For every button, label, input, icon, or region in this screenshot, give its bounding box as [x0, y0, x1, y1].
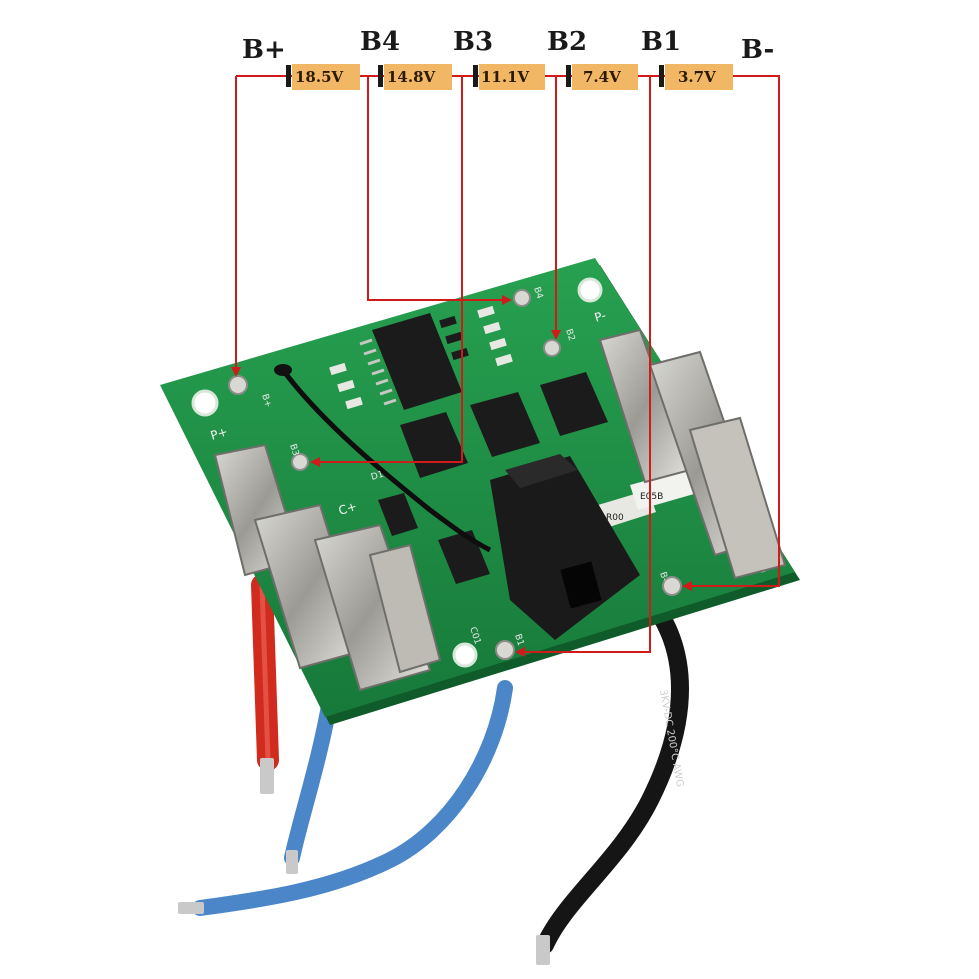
mount-hole: [577, 277, 603, 303]
node-labels: B+ B4 B3 B2 B1 B-: [242, 27, 774, 65]
label-b3: B3: [453, 27, 493, 57]
cell-terminal: [659, 65, 664, 87]
silk-p-plus: P+: [209, 424, 230, 442]
silk-b1: B1: [512, 633, 525, 647]
arrow-b1: [515, 76, 651, 657]
label-b-plus: B+: [242, 35, 286, 65]
black-wire: [536, 591, 689, 954]
cell-terminal: [378, 65, 383, 87]
pad-b2: [543, 339, 561, 357]
pcb-board: R00 E05B P+ P- C+ B: [160, 258, 800, 725]
silk-b3: B3: [287, 443, 300, 457]
silk-p-minus: P-: [593, 308, 608, 325]
pad-b-minus: [662, 576, 682, 596]
label-b4: B4: [360, 27, 400, 57]
label-b2: B2: [547, 27, 587, 57]
cell-5: [665, 64, 733, 90]
silkscreen: P+ P- C+ B+ B4 B2 B3 B1 B- D1 C01: [209, 286, 670, 647]
connection-arrows: [231, 76, 780, 657]
cell-terminal: [473, 65, 478, 87]
silk-b2: B2: [563, 328, 576, 342]
pad-b4: [513, 289, 531, 307]
mount-hole: [191, 389, 219, 417]
cell-1-voltage: 18.5V: [295, 68, 344, 86]
shunt-resistor: R00 E05B: [598, 470, 694, 528]
silk-d1: D1: [370, 470, 385, 483]
svg-text:R00: R00: [606, 513, 624, 523]
cell-2: [384, 64, 452, 90]
cell-4-voltage: 7.4V: [583, 68, 621, 86]
wires: 3KV-DC 200°C AWG: [178, 574, 689, 965]
cell-string: 18.5V 14.8V 11.1V 7.4V 3.7V: [236, 64, 780, 90]
cell-1: [292, 64, 360, 90]
pad-b-plus: [228, 375, 248, 395]
blue-wire-lower: [192, 680, 513, 916]
battery-holder-right: [598, 328, 787, 580]
cell-3-voltage: 11.1V: [481, 68, 530, 86]
dc-jack: [490, 454, 640, 640]
cell-2-voltage: 14.8V: [387, 68, 436, 86]
arrow-b-minus: [682, 76, 780, 591]
cell-3: [479, 64, 545, 90]
arrow-b3: [310, 76, 463, 467]
silk-b-minus: B-: [657, 571, 669, 583]
solder-pads: [228, 289, 682, 660]
mosfet: [378, 493, 418, 536]
mosfet: [540, 372, 608, 436]
blue-wire-upper: [284, 692, 338, 866]
arrow-b4: [367, 76, 512, 305]
bms-ic: [359, 313, 462, 410]
cell-5-voltage: 3.7V: [678, 68, 716, 86]
mosfet: [470, 392, 540, 457]
thermistor-wire: [280, 368, 492, 553]
silk-c-plus: C+: [337, 499, 359, 518]
pad-b1: [495, 640, 515, 660]
silk-b-plus: B+: [259, 393, 273, 409]
cell-terminal: [566, 65, 571, 87]
label-b-minus: B-: [741, 35, 774, 65]
pad-b3: [291, 453, 309, 471]
silk-b4: B4: [531, 286, 544, 301]
label-b1: B1: [641, 27, 681, 57]
cell-4: [572, 64, 638, 90]
svg-text:E05B: E05B: [640, 492, 663, 502]
battery-holder-left: [213, 443, 442, 692]
mount-hole: [452, 642, 478, 668]
cell-terminal: [286, 65, 291, 87]
smd-resistors: [329, 305, 513, 410]
